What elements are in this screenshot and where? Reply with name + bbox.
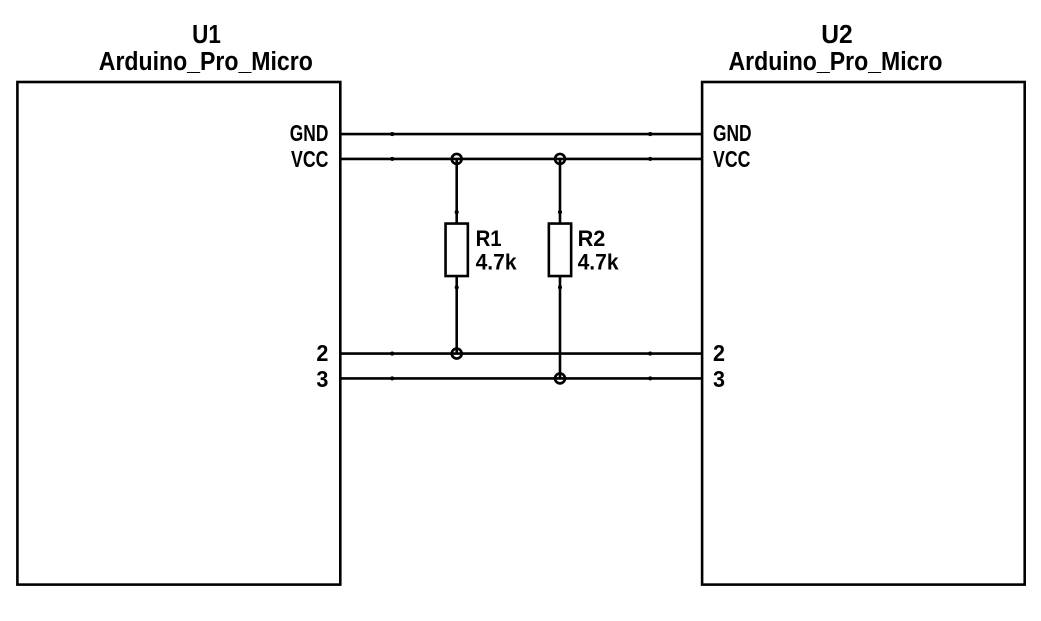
svg-text:GND: GND [290,120,329,146]
svg-text:3: 3 [713,366,725,392]
svg-text:2: 2 [316,340,328,366]
svg-text:U1: U1 [192,19,221,49]
svg-text:VCC: VCC [713,146,751,172]
svg-text:2: 2 [713,340,725,366]
svg-text:R1: R1 [476,226,502,251]
svg-text:4.7k: 4.7k [476,250,518,275]
svg-text:Arduino_Pro_Micro: Arduino_Pro_Micro [729,46,943,76]
svg-text:U2: U2 [821,19,852,49]
svg-text:R2: R2 [578,226,606,251]
svg-text:Arduino_Pro_Micro: Arduino_Pro_Micro [99,46,313,76]
svg-text:4.7k: 4.7k [578,250,620,275]
svg-text:GND: GND [713,120,752,146]
svg-text:3: 3 [316,366,328,392]
svg-text:VCC: VCC [291,146,329,172]
